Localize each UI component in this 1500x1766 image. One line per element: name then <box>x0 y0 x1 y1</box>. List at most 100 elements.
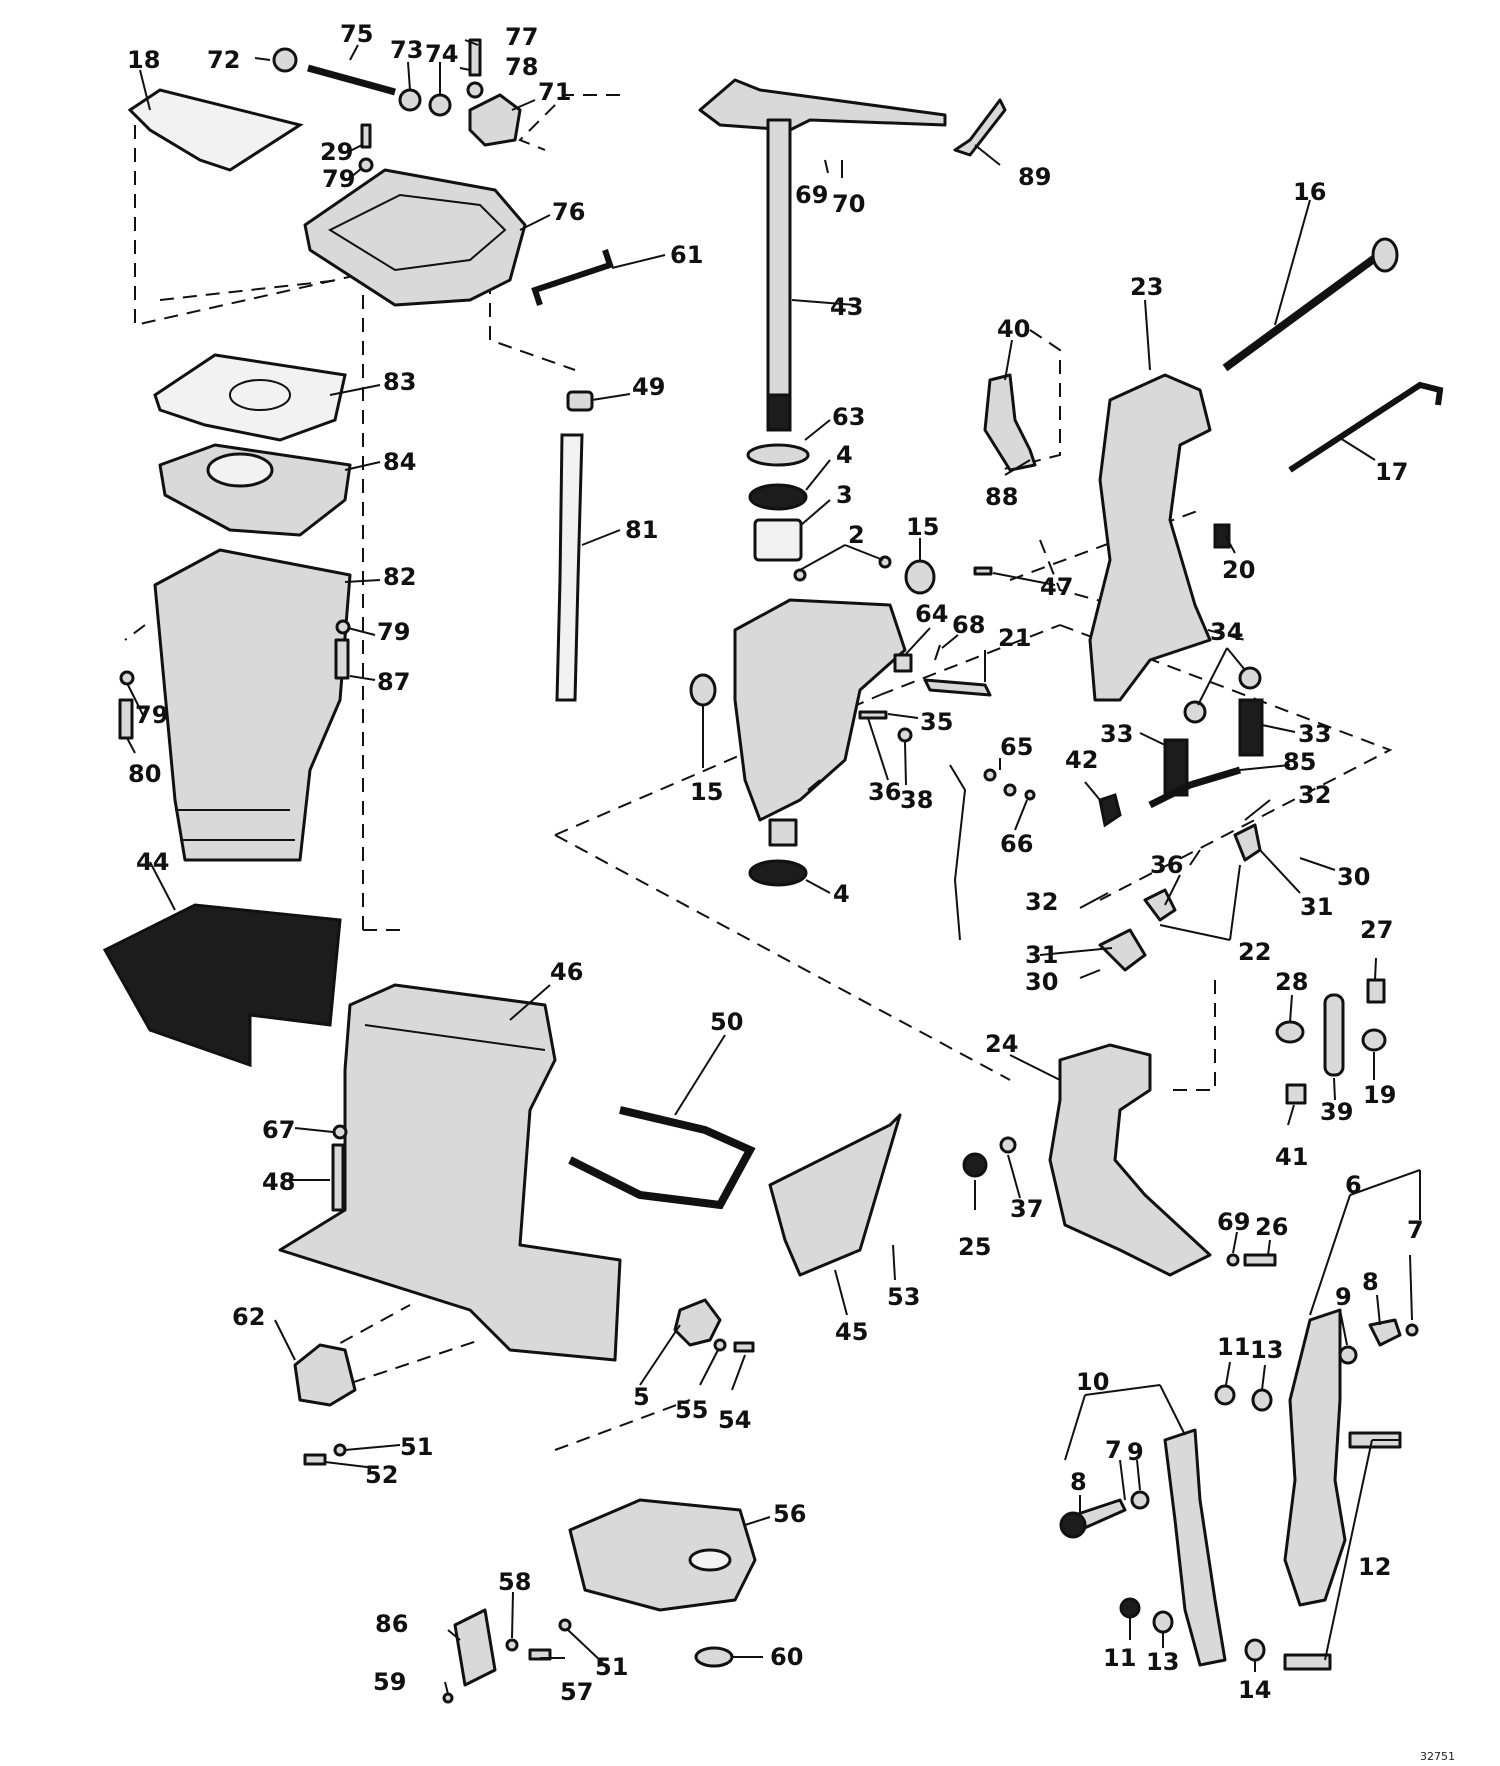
callout-52: 52 <box>365 1461 398 1489</box>
callout-23: 23 <box>1130 273 1163 301</box>
callout-41: 41 <box>1275 1143 1308 1171</box>
part-exhaust-tube <box>153 548 352 862</box>
part-tilt-lock-assembly <box>1098 928 1147 972</box>
callout-39: 39 <box>1320 1098 1353 1126</box>
callout-88: 88 <box>985 483 1018 511</box>
callout-33: 33 <box>1100 720 1133 748</box>
callout-8: 8 <box>1070 1468 1087 1496</box>
callout-79: 79 <box>135 701 168 729</box>
callout-30: 30 <box>1337 863 1370 891</box>
callout-labels: 2 3 4 4 5 6 7 7 8 8 9 9 10 11 11 12 13 1… <box>127 20 1424 1706</box>
callout-70: 70 <box>832 190 865 218</box>
callout-79: 79 <box>322 165 355 193</box>
leader-lines <box>126 39 1421 1695</box>
callout-89: 89 <box>1018 163 1051 191</box>
callout-47: 47 <box>1040 573 1073 601</box>
part-lower-motor-cover <box>768 1113 902 1277</box>
callout-59: 59 <box>373 1668 406 1696</box>
callout-7: 7 <box>1407 1216 1424 1244</box>
callout-54: 54 <box>718 1406 751 1434</box>
callout-61: 61 <box>670 241 703 269</box>
callout-51: 51 <box>595 1653 628 1681</box>
part-water-pump-cover <box>453 1608 497 1687</box>
callout-42: 42 <box>1065 746 1098 774</box>
callout-16: 16 <box>1293 178 1326 206</box>
callout-81: 81 <box>625 516 658 544</box>
callout-15: 15 <box>690 778 723 806</box>
callout-30: 30 <box>1025 968 1058 996</box>
callout-65: 65 <box>1000 733 1033 761</box>
assembly-guide-lines <box>124 94 1393 1451</box>
callout-51: 51 <box>400 1433 433 1461</box>
callout-13: 13 <box>1250 1336 1283 1364</box>
callout-14: 14 <box>1238 1676 1271 1704</box>
callout-4: 4 <box>836 441 853 469</box>
callout-74: 74 <box>425 40 458 68</box>
callout-13: 13 <box>1146 1648 1179 1676</box>
callout-68: 68 <box>952 611 985 639</box>
callout-21: 21 <box>998 624 1031 652</box>
drawing-number: 32751 <box>1420 1750 1455 1763</box>
callout-20: 20 <box>1222 556 1255 584</box>
callout-56: 56 <box>773 1500 806 1528</box>
callout-73: 73 <box>390 36 423 64</box>
callout-69: 69 <box>1217 1208 1250 1236</box>
part-gearcase <box>568 1498 757 1612</box>
callout-4: 4 <box>833 880 850 908</box>
callout-7: 7 <box>1105 1436 1122 1464</box>
callout-34: 34 <box>1210 618 1243 646</box>
callout-9: 9 <box>1335 1283 1352 1311</box>
callout-60: 60 <box>770 1643 803 1671</box>
callout-5: 5 <box>633 1383 650 1411</box>
callout-80: 80 <box>128 760 161 788</box>
callout-19: 19 <box>1363 1081 1396 1109</box>
callout-10: 10 <box>1076 1368 1109 1396</box>
callout-17: 17 <box>1375 458 1408 486</box>
part-exhaust-housing-gasket <box>153 353 347 442</box>
part-adapter-plate-gasket <box>127 88 304 172</box>
callout-64: 64 <box>915 600 948 628</box>
callout-43: 43 <box>830 293 863 321</box>
callout-87: 87 <box>377 668 410 696</box>
part-exhaust-baffle-plate <box>102 903 342 1068</box>
callout-24: 24 <box>985 1030 1018 1058</box>
part-clamp-bracket-port <box>1048 1043 1212 1277</box>
parts <box>102 38 1444 1704</box>
callout-12: 12 <box>1358 1553 1391 1581</box>
callout-58: 58 <box>498 1568 531 1596</box>
callout-26: 26 <box>1255 1213 1288 1241</box>
callout-15: 15 <box>906 513 939 541</box>
part-swivel-bracket <box>733 598 907 822</box>
callout-67: 67 <box>262 1116 295 1144</box>
part-clamp-bracket-starboard <box>1088 373 1212 702</box>
callout-45: 45 <box>835 1318 868 1346</box>
callout-76: 76 <box>552 198 585 226</box>
callout-40: 40 <box>997 315 1030 343</box>
callout-50: 50 <box>710 1008 743 1036</box>
callout-66: 66 <box>1000 830 1033 858</box>
part-leaf-spring <box>1148 766 1242 809</box>
callout-25: 25 <box>958 1233 991 1261</box>
callout-11: 11 <box>1217 1333 1250 1361</box>
callout-46: 46 <box>550 958 583 986</box>
callout-86: 86 <box>375 1610 408 1638</box>
callout-44: 44 <box>136 848 169 876</box>
callout-75: 75 <box>340 20 373 48</box>
callout-53: 53 <box>887 1283 920 1311</box>
callout-38: 38 <box>900 786 933 814</box>
callout-6: 6 <box>1345 1171 1362 1199</box>
callout-77: 77 <box>505 23 538 51</box>
callout-48: 48 <box>262 1168 295 1196</box>
callout-31: 31 <box>1300 893 1333 921</box>
part-steering-shaft <box>766 118 792 432</box>
callout-57: 57 <box>560 1678 593 1706</box>
part-shallow-water-lever <box>983 373 1037 472</box>
callout-3: 3 <box>836 481 853 509</box>
callout-82: 82 <box>383 563 416 591</box>
callout-85: 85 <box>1283 748 1316 776</box>
callout-29: 29 <box>320 138 353 166</box>
part-water-tube <box>555 433 584 702</box>
callout-49: 49 <box>632 373 665 401</box>
